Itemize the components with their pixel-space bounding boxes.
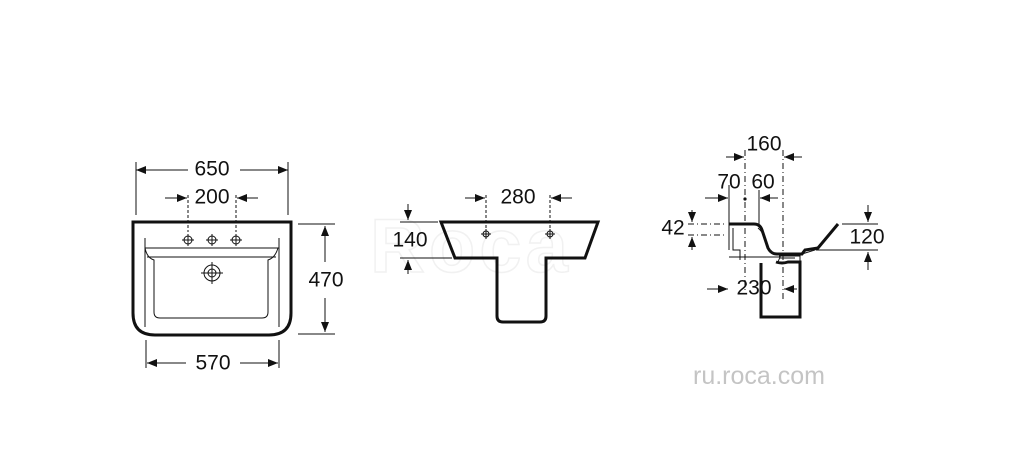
dim-120: 120 [849, 226, 884, 249]
dim-140: 140 [392, 229, 427, 252]
dim-200: 200 [194, 186, 229, 209]
roca-watermark: Roca [370, 204, 572, 289]
tap-holes [182, 234, 242, 246]
dim-650: 650 [194, 158, 229, 181]
dim-570: 570 [195, 352, 230, 375]
front-view: 650 200 470 570 [131, 158, 344, 375]
dim-470: 470 [308, 269, 343, 292]
dim-280: 280 [500, 186, 535, 209]
dim-160: 160 [746, 133, 781, 156]
dim-70: 70 [717, 171, 740, 194]
section-view: 160 70 60 42 120 230 [661, 133, 885, 319]
drain-icon [201, 262, 223, 284]
side-view: 280 140 [392, 186, 601, 324]
website-url: ru.roca.com [693, 362, 825, 390]
dim-230: 230 [736, 277, 771, 300]
dim-42: 42 [661, 217, 684, 240]
dim-60: 60 [751, 171, 774, 194]
